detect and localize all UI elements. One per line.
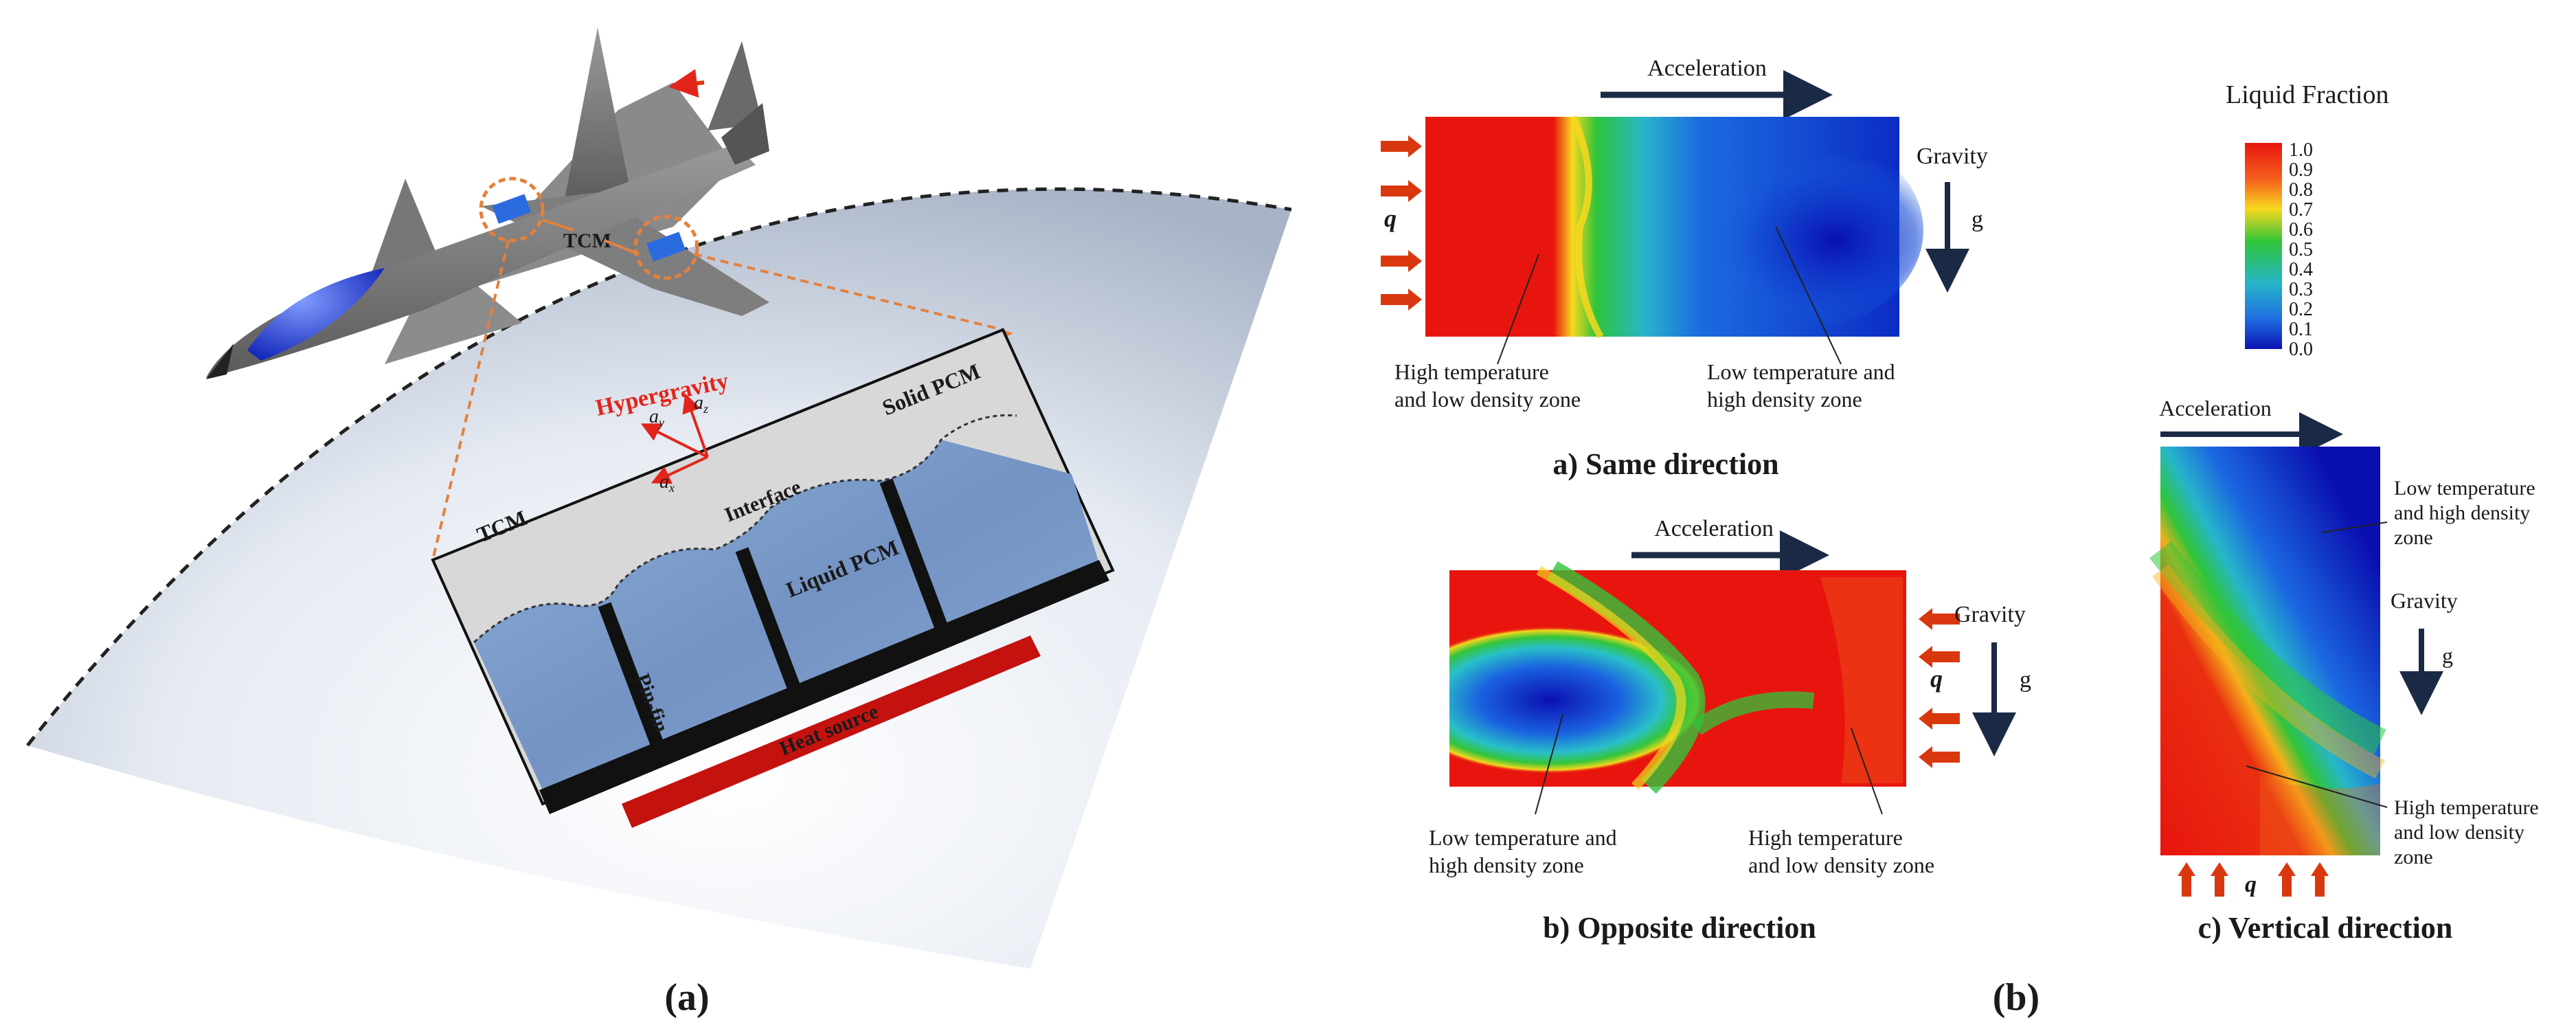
plot-opposite-direction: Acceleration q Gravity g Low temperature… (1429, 516, 2031, 945)
colorbar-tick-label: 0.9 (2289, 159, 2313, 181)
same-hot-label-2: and low density zone (1394, 387, 1581, 412)
base-plate (539, 560, 1109, 814)
a-y-label: ay (649, 406, 664, 429)
pin-fin-1 (598, 602, 670, 762)
opp-g-label: g (2020, 667, 2031, 693)
same-hot-label-1: High temperature (1394, 359, 1549, 384)
panel-a: TCM Heat source Pin-fin Liquid PC (26, 27, 1292, 1019)
colorbar-tick-label: 0.6 (2289, 219, 2313, 240)
vert-q-label: q (2245, 872, 2257, 897)
colorbar-tick-label: 0.1 (2289, 319, 2313, 340)
vert-cold-label-3: zone (2394, 526, 2433, 549)
opp-acceleration-label: Acceleration (1654, 516, 1774, 541)
opp-cold-label-2: high density zone (1429, 853, 1584, 877)
colorbar-tick-label: 0.8 (2289, 179, 2313, 201)
plot-same-direction: Acceleration q Gravity g High temperatur… (1381, 56, 1988, 481)
vert-cold-label-2: and high density (2394, 502, 2530, 524)
same-q-label: q (1384, 205, 1397, 232)
same-g-label: g (1971, 207, 1983, 232)
opp-title: b) Opposite direction (1543, 911, 1816, 945)
tcm-marker-1 (479, 177, 545, 243)
panel-b-caption: (b) (1993, 976, 2040, 1019)
panel-a-caption: (a) (664, 976, 709, 1019)
vert-g-label: g (2442, 643, 2453, 668)
opp-hot-label-1: High temperature (1748, 825, 1903, 850)
a-x-label: ax (659, 471, 675, 495)
liquid-pcm-region (474, 440, 1099, 790)
panel-b: Acceleration q Gravity g High temperatur… (1381, 56, 2539, 1019)
a-z-label: az (694, 392, 708, 416)
tcm-marker-2 (633, 214, 699, 280)
vert-heat-flux-arrows (2178, 862, 2329, 897)
colorbar-gradient (2245, 143, 2282, 349)
vert-hot-label-1: High temperature (2394, 796, 2539, 819)
vert-acceleration-label: Acceleration (2159, 396, 2271, 420)
flight-direction-arrow (668, 69, 705, 98)
fighter-jet: TCM (206, 27, 769, 379)
tcm-top-label: TCM (563, 229, 611, 252)
heat-source (622, 636, 1041, 828)
zoom-leader-right (693, 253, 1004, 331)
colorbar-tick-label: 0.2 (2289, 299, 2313, 320)
vert-hot-label-3: zone (2394, 846, 2433, 868)
colorbar-tick-label: 0.5 (2289, 239, 2313, 260)
pin-fin-2 (735, 547, 807, 707)
liquid-fraction-colorbar: Liquid Fraction 1.00.90.80.70.60.50.40.3… (2226, 80, 2388, 360)
vert-cold-label-1: Low temperature (2394, 477, 2535, 499)
colorbar-tick-labels: 1.00.90.80.70.60.50.40.30.20.10.0 (2289, 139, 2313, 360)
opp-hot-label-2: and low density zone (1748, 853, 1934, 877)
plot-vertical-direction: Acceleration q Gravity g Low temperature… (2149, 396, 2539, 945)
same-title: a) Same direction (1552, 447, 1778, 481)
same-cold-label-2: high density zone (1707, 387, 1862, 412)
vert-hot-label-2: and low density (2394, 821, 2524, 844)
same-heat-flux-arrows (1381, 135, 1422, 311)
colorbar-tick-label: 0.4 (2289, 259, 2313, 280)
colorbar-tick-label: 0.3 (2289, 279, 2313, 300)
opp-heat-flux-arrows (1919, 608, 1960, 768)
colorbar-tick-label: 1.0 (2289, 139, 2313, 161)
interface-line (473, 414, 1017, 644)
same-cold-label-1: Low temperature and (1707, 359, 1895, 384)
vert-gravity-label: Gravity (2391, 588, 2458, 613)
same-acceleration-label: Acceleration (1647, 56, 1767, 81)
vert-title: c) Vertical direction (2198, 911, 2453, 945)
opp-q-label: q (1930, 665, 1943, 693)
colorbar-tick-label: 0.0 (2289, 339, 2313, 360)
opp-gravity-label: Gravity (1954, 602, 2026, 627)
same-gravity-label: Gravity (1917, 144, 1988, 169)
pin-fin-3 (879, 478, 951, 638)
tcm-module: Heat source Pin-fin Liquid PCM Interface… (431, 328, 1115, 828)
colorbar-tick-label: 0.7 (2289, 199, 2313, 221)
opp-cold-label-1: Low temperature and (1429, 825, 1617, 850)
colorbar-title: Liquid Fraction (2226, 80, 2388, 109)
